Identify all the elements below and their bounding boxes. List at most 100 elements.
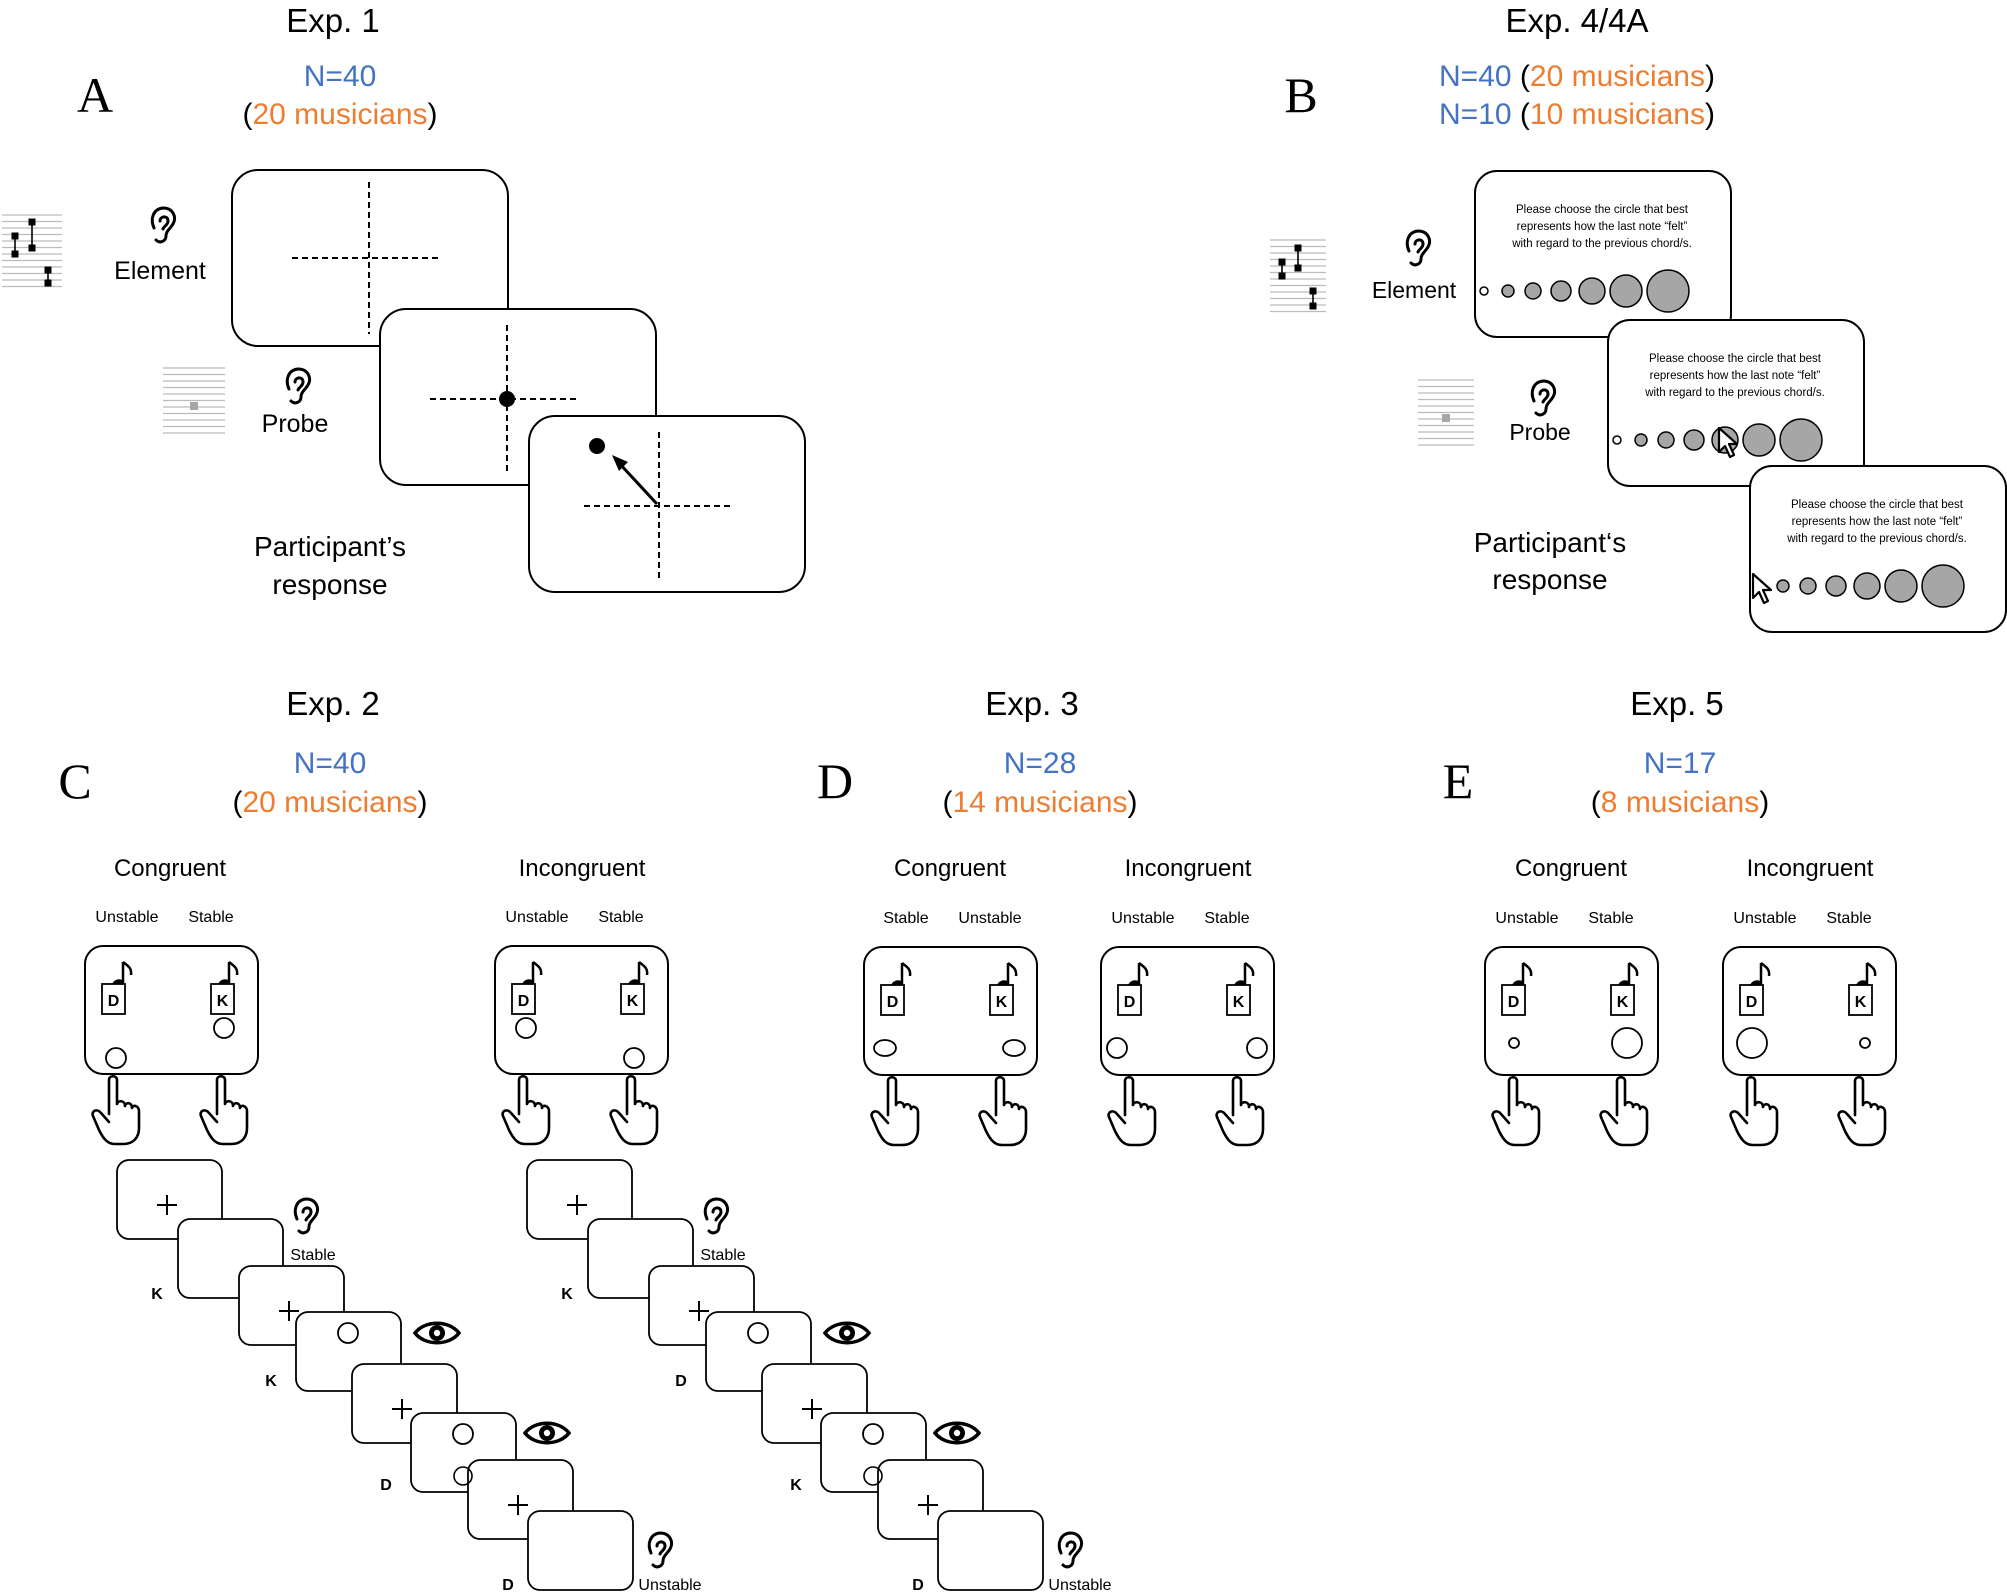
exp4-n1: N=40 (1439, 60, 1512, 93)
key-d-box (1117, 984, 1142, 1016)
instruction-line3: with regard to the previous chord/s. (1511, 238, 1692, 250)
stable-label: Stable (290, 1247, 335, 1264)
label-unstable: Unstable (1495, 910, 1558, 927)
exp1-musicians: 20 musicians (252, 98, 427, 131)
panel-e-header: E Exp. 5 N=17 (8 musicians) (1443, 685, 1769, 819)
rating-circle (1634, 433, 1648, 447)
note-head (1278, 272, 1286, 280)
response-screen (1100, 946, 1275, 1076)
label-unstable: Unstable (95, 909, 158, 926)
note-head (28, 218, 36, 226)
exp4-musicians2: 10 musicians (1530, 98, 1705, 131)
target-circle (1736, 1027, 1768, 1059)
hand-icon (1107, 1075, 1157, 1147)
key-k-label: K (1855, 994, 1867, 1011)
target-circle (213, 1017, 235, 1039)
response-label-line1: Participant’s (254, 531, 406, 562)
exp2-musicians: 20 musicians (242, 786, 417, 819)
exp3-n: N=28 (1004, 747, 1077, 780)
label-stable: Stable (188, 909, 233, 926)
key-label: K (561, 1286, 573, 1303)
target-circle (1611, 1027, 1643, 1059)
panel-a: A Exp. 1 N=40 (20 musicians) Element Pro… (2, 2, 806, 600)
ear-icon (285, 367, 312, 405)
key-d-box (101, 983, 126, 1015)
ear-icon (293, 1197, 320, 1235)
target-circle (452, 1423, 474, 1445)
key-d-box (511, 983, 536, 1015)
paren-close: ) (428, 98, 438, 131)
rating-screen-2: Please choose the circle that bestrepres… (1607, 319, 1865, 487)
key-d-label: D (1124, 994, 1136, 1011)
panel-d-header: D Exp. 3 N=28 (14 musicians) (817, 685, 1138, 819)
paren-close: ) (1705, 60, 1715, 93)
key-label: K (790, 1477, 802, 1494)
exp4-n-line1: N=40 (20 musicians) (1439, 60, 1715, 93)
trial-screen (937, 1510, 1044, 1591)
rating-circle (1921, 564, 1965, 608)
key-k-label: K (627, 993, 639, 1010)
exp4-title: Exp. 4/4A (1505, 2, 1648, 39)
incongruent-label: Incongruent (1747, 855, 1874, 882)
rating-circle (1776, 579, 1790, 593)
note-head (1309, 287, 1317, 295)
instruction-line2: represents how the last note “felt” (1517, 221, 1688, 233)
key-k-box (989, 984, 1014, 1016)
note-head (44, 279, 52, 287)
key-d-label: D (1508, 994, 1520, 1011)
rating-screens: Please choose the circle that best repres… (1474, 170, 2007, 633)
label-unstable: Unstable (1111, 910, 1174, 927)
rating-screen-3: Please choose the circle that bestrepres… (1749, 465, 2007, 633)
panel-b: B Exp. 4/4A N=40 (20 musicians) N=10 (10… (1270, 2, 2007, 633)
key-k-box (1848, 984, 1873, 1016)
target-circle (105, 1047, 127, 1069)
rating-circle (1853, 572, 1881, 600)
note-head (1294, 244, 1302, 252)
instruction-line1: Please choose the circle that best (1791, 499, 1964, 511)
rating-circle (1501, 284, 1515, 298)
key-label: D (380, 1477, 392, 1494)
target-circle (747, 1322, 769, 1344)
exp4-musicians1: 20 musicians (1530, 60, 1705, 93)
element-label: Element (1372, 277, 1457, 303)
note-head (11, 250, 19, 258)
ear-icon (1405, 229, 1432, 267)
label-unstable: Unstable (958, 910, 1021, 927)
rating-circle (1578, 277, 1606, 305)
trial-screen (527, 1510, 634, 1591)
rating-circle (1550, 280, 1572, 302)
label-stable: Stable (883, 910, 928, 927)
hand-icon (1215, 1075, 1265, 1147)
exp2-title: Exp. 2 (286, 685, 380, 722)
rating-circle (1825, 575, 1847, 597)
rating-circle (1742, 423, 1776, 457)
eye-icon (523, 1421, 571, 1445)
target-circle (515, 1017, 537, 1039)
response-screen (84, 945, 259, 1075)
hand-icon (1491, 1075, 1541, 1147)
target-circle (453, 1466, 473, 1486)
note-head (11, 232, 19, 240)
hand-icon (91, 1074, 141, 1146)
rating-screen-1: Please choose the circle that bestrepres… (1474, 170, 1732, 338)
exp2-n: N=40 (294, 747, 367, 780)
key-d-label: D (1746, 994, 1758, 1011)
exp1-n: N=40 (304, 60, 377, 93)
target-circle (1002, 1039, 1026, 1057)
probe-staff (163, 367, 225, 434)
key-k-label: K (1233, 994, 1245, 1011)
label-unstable: Unstable (1733, 910, 1796, 927)
label-stable: Stable (598, 909, 643, 926)
congruent-label: Congruent (894, 855, 1006, 882)
paren-open: ( (1591, 786, 1601, 819)
eye-icon (823, 1321, 871, 1345)
rating-circle (1609, 274, 1643, 308)
